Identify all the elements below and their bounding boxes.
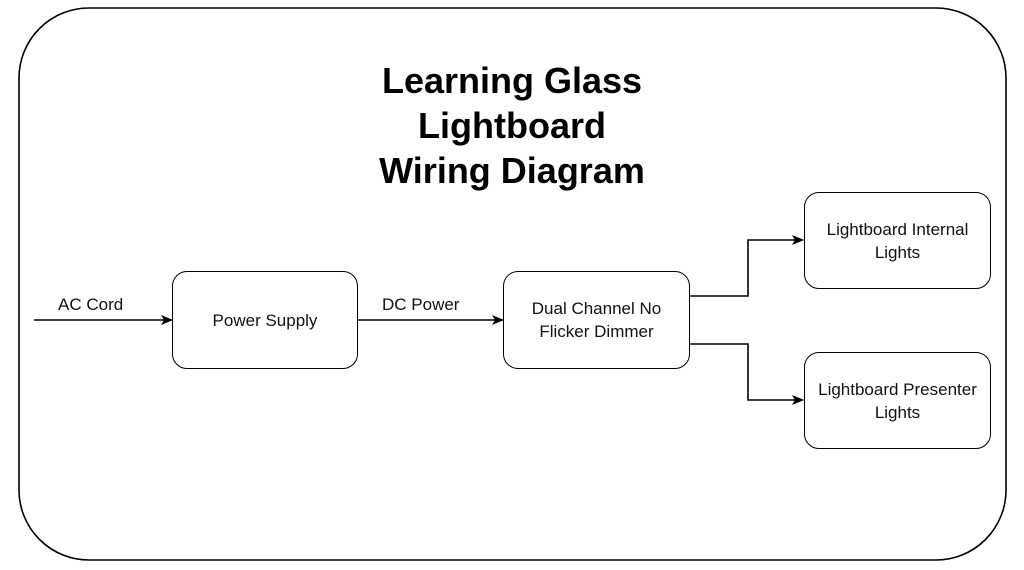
dimmer-to-internal-arrow (689, 235, 804, 297)
diagram-title: Learning Glass Lightboard Wiring Diagram (312, 58, 712, 193)
dc-power-label: DC Power (382, 295, 460, 314)
internal-lights-label-line-1: Lightboard Internal (826, 219, 969, 239)
presenter-lights-node: Lightboard Presenter Lights (804, 352, 991, 449)
title-line-2: Lightboard (418, 105, 606, 146)
power-supply-node: Power Supply (172, 271, 358, 369)
outer-frame (18, 7, 1007, 561)
internal-lights-node: Lightboard Internal Lights (804, 192, 991, 289)
dimmer-node: Dual Channel No Flicker Dimmer (503, 271, 690, 369)
power-supply-label: Power Supply (212, 310, 318, 330)
dimmer-to-presenter-arrow (689, 343, 804, 405)
title-line-1: Learning Glass (381, 60, 643, 101)
title-line-3: Wiring Diagram (379, 150, 645, 191)
presenter-lights-label-line-2: Lights (874, 402, 921, 422)
dimmer-label-line-2: Flicker Dimmer (539, 322, 654, 341)
presenter-lights-label-line-1: Lightboard Presenter (818, 379, 977, 399)
dimmer-label-line-1: Dual Channel No (531, 299, 662, 318)
ac-cord-label: AC Cord (58, 295, 124, 314)
internal-lights-label-line-2: Lights (874, 242, 921, 262)
